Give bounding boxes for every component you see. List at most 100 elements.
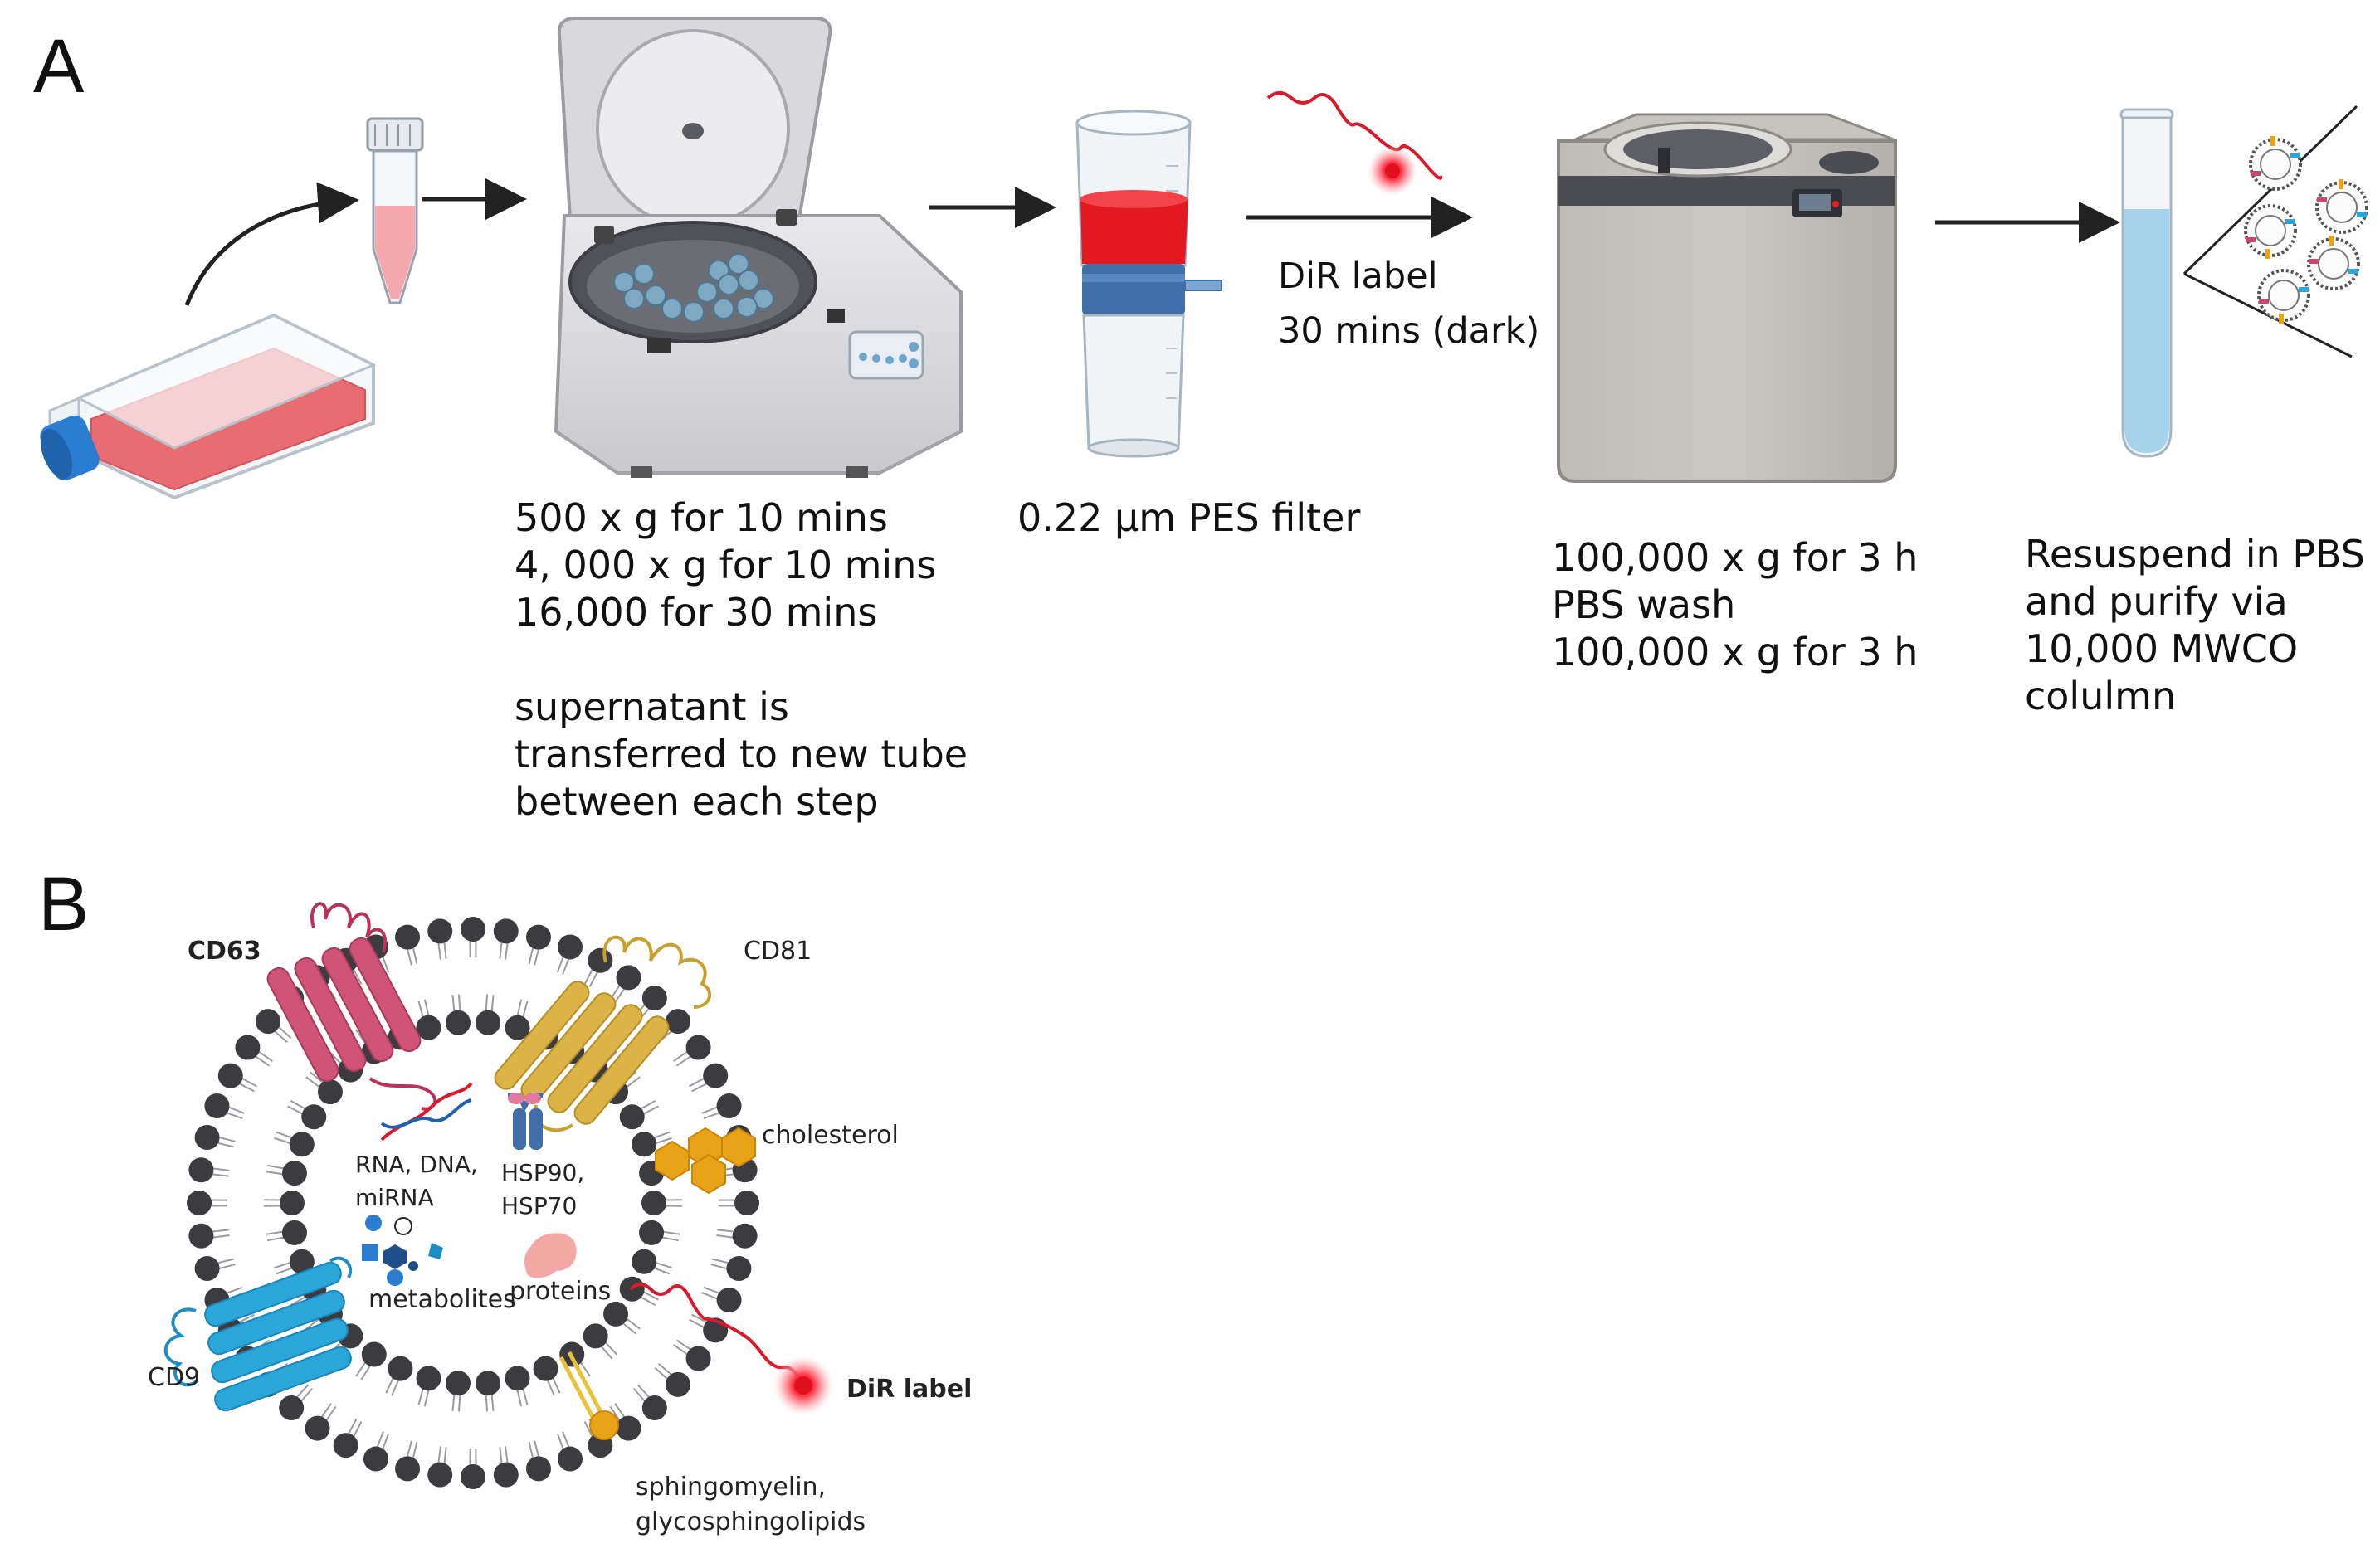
curved-arrow-icon [184,182,359,306]
cd9-label: CD9 [148,1363,201,1392]
lipid-tail [689,1318,705,1328]
lipid-tail [643,1291,659,1301]
lipid-tail [217,1142,235,1148]
lipid-tail [673,1050,688,1062]
lipid-head [445,1010,471,1035]
lipid-tail [451,1394,456,1411]
nucleic-acid-icon [380,1082,473,1142]
lipid-bilayer [187,917,759,1489]
lipid-head [616,965,641,991]
test-tube-icon [2119,108,2174,458]
lipid-tail [604,1341,618,1356]
lipid-head [666,1009,691,1035]
filter-step-caption: 0.22 μm PES filter [1017,495,1361,540]
lipid-tail [355,1361,367,1377]
lipid-tail [437,942,442,960]
lipid-tail [457,1395,461,1412]
lipid-tail [239,1313,255,1323]
lipid-head [619,1104,645,1130]
caption-line: DiR label [1278,256,1438,297]
lipid-tail [457,994,461,1011]
lipid-tail [562,958,570,975]
lipid-tail [382,1433,390,1450]
lipid-tail [437,1446,442,1463]
label-line: glycosphingolipids [636,1507,866,1536]
lipid-tail [653,1131,671,1139]
caption-line: Resuspend in PBS [2025,532,2366,577]
lipid-tail [412,1441,418,1458]
lipid-head [583,1323,608,1349]
lipid-tail [701,1292,718,1300]
lipid-tail [583,969,593,985]
lipid-tail [241,1078,257,1088]
lipid-head [361,1341,387,1367]
lipid-head [280,1191,305,1215]
lipid-tail [287,1105,303,1115]
nucleic-acid-label: RNA, DNA, miRNA [355,1148,478,1215]
lipid-tail [278,1026,292,1039]
lipid-head [333,1433,358,1458]
lipid-tail [217,1258,235,1264]
cholesterol-label: cholesterol [762,1121,899,1150]
cd9-protein-icon [163,1256,352,1412]
label-line: HSP90, [501,1159,585,1186]
lipid-tail [653,1267,671,1275]
lipid-tail [622,1322,637,1335]
caption-line: supernatant is [515,684,789,729]
lipid-tail [658,1363,672,1376]
lipid-head [281,1161,307,1186]
lipid-head [217,1063,243,1088]
lipid-tail [675,1055,691,1067]
lipid-head [632,1132,657,1157]
lipid-head [395,1456,421,1482]
lipid-tail [579,1361,591,1377]
lipid-head [616,1415,641,1441]
lipid-tail [391,1380,399,1396]
lipid-tail [218,1136,236,1142]
lipid-head [493,918,519,944]
purify-step-caption: Resuspend in PBS and purify via 10,000 M… [2025,531,2365,720]
ultracentrifuge-step-caption: 100,000 x g for 3 h PBS wash 100,000 x g… [1552,534,1918,676]
lipid-head [235,1035,261,1060]
lipid-tail [490,1394,495,1411]
proteins-label: proteins [510,1277,612,1306]
lipid-head [493,1462,519,1488]
lipid-tail [654,1367,668,1380]
sphingomyelin-icon [558,1351,619,1440]
lipid-tail [703,1286,720,1294]
lipid-tail [276,1267,293,1275]
caption-line: 500 x g for 10 mins [515,495,888,540]
lipid-tail [640,1296,656,1307]
lipid-head [395,924,421,950]
lipid-head [317,1079,343,1105]
lipid-head [716,1288,742,1313]
lipid-head [505,1015,530,1040]
lipid-tail [325,1405,337,1421]
lipid-head [188,1223,214,1249]
lipid-tail [274,1030,288,1043]
lipid-tail [353,1421,363,1437]
protein-blob-icon [524,1233,577,1278]
conical-tube-icon [366,117,424,304]
cholesterol-icon [655,1127,756,1195]
lipid-tail [309,1071,324,1083]
lipid-tail [522,1388,529,1405]
lipid-tail [320,1403,332,1418]
label-line: miRNA [355,1184,434,1211]
lipid-tail [556,956,564,973]
lipid-head [732,1223,758,1249]
lipid-head [461,917,485,942]
lipid-tail [305,1076,320,1088]
lipid-tail [600,1346,613,1360]
metabolites-icon [362,1215,443,1286]
lipid-tail [290,1099,306,1110]
lipid-tail [504,1446,509,1463]
lipid-tail [218,1264,236,1270]
lipid-tail [382,956,390,973]
lipid-tail [516,1390,523,1407]
lipid-tail [226,1286,243,1294]
exosome-cluster-icon [2244,136,2368,324]
lipid-tail [528,1441,534,1458]
lipid-tail [274,1137,290,1144]
lipid-head [666,1371,691,1397]
